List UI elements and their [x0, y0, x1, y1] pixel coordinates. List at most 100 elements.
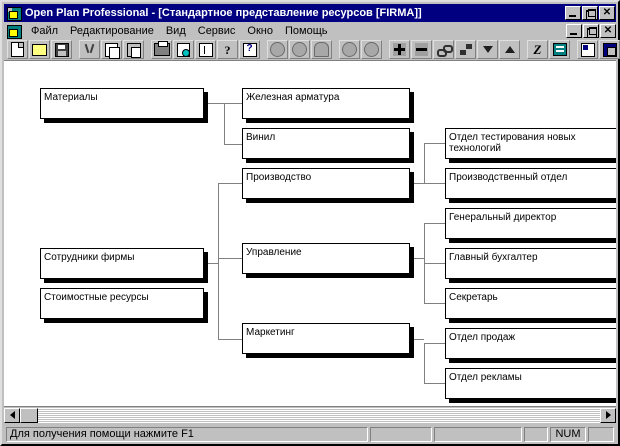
zigzag-button[interactable]: Z: [527, 40, 548, 59]
title-bar: Open Plan Professional - [Стандартное пр…: [4, 4, 616, 22]
tree-node-otdel-prodazh[interactable]: Отдел продаж: [445, 328, 616, 359]
menu-item-edit[interactable]: Редактирование: [70, 24, 154, 37]
status-panel-1: [370, 427, 432, 442]
tree-connector: [224, 103, 242, 104]
tree-connector: [424, 183, 445, 184]
document-icon[interactable]: [6, 24, 22, 39]
tree-node-label: Секретарь: [449, 292, 498, 303]
horizontal-scrollbar[interactable]: [4, 406, 616, 423]
histogram-button[interactable]: [361, 40, 382, 59]
tree-node-label: Материалы: [44, 92, 98, 103]
tree-node-label: Отдел продаж: [449, 332, 516, 343]
tile-windows-button[interactable]: [577, 40, 598, 59]
resource-view-button[interactable]: [267, 40, 288, 59]
tree-node-sotrudniki[interactable]: Сотрудники фирмы: [40, 248, 204, 279]
restore-button[interactable]: [582, 6, 598, 20]
scrollbar-track[interactable]: [20, 407, 600, 423]
scroll-right-button[interactable]: [600, 407, 616, 423]
tree-node-stoimostnye[interactable]: Стоимостные ресурсы: [40, 288, 204, 319]
tree-connector: [224, 144, 242, 145]
tree-node-label: Производственный отдел: [449, 172, 568, 183]
tree-connector: [424, 143, 425, 184]
print-preview-button[interactable]: [173, 40, 194, 59]
tree-connector: [424, 223, 445, 224]
tree-connector: [410, 339, 424, 340]
tree-node-gen-director[interactable]: Генеральный директор: [445, 208, 616, 239]
open-file-button[interactable]: [29, 40, 50, 59]
question-mark-icon-button[interactable]: ?: [217, 40, 238, 59]
cascade-windows-button[interactable]: [599, 40, 620, 59]
tree-connector: [424, 263, 445, 264]
new-file-button[interactable]: [7, 40, 28, 59]
tree-node-materialy[interactable]: Материалы: [40, 88, 204, 119]
tree-node-upravlenie[interactable]: Управление: [242, 243, 410, 274]
right-arrow-icon: [605, 411, 611, 419]
menu-item-help[interactable]: Помощь: [284, 24, 328, 37]
toolbar: ? Z: [4, 39, 620, 61]
tree-node-zhelezo[interactable]: Железная арматура: [242, 88, 410, 119]
tree-node-otdel-test[interactable]: Отдел тестирования новых технологий: [445, 128, 616, 159]
table-grid-button[interactable]: [549, 40, 570, 59]
delete-button[interactable]: [411, 40, 432, 59]
status-message: Для получения помощи нажмите F1: [6, 427, 368, 442]
tree-connector: [204, 103, 224, 104]
tree-node-label: Генеральный директор: [449, 212, 557, 223]
save-file-button[interactable]: [51, 40, 72, 59]
copy-button[interactable]: [101, 40, 122, 59]
tree-node-gl-buhgalter[interactable]: Главный бухгалтер: [445, 248, 616, 279]
minimize-button[interactable]: [565, 6, 581, 20]
tree-connector: [410, 258, 424, 259]
tree-connector: [424, 343, 445, 344]
cut-button[interactable]: [79, 40, 100, 59]
open-plan-icon[interactable]: [6, 6, 22, 21]
paste-button[interactable]: [123, 40, 144, 59]
tree-node-label: Производство: [246, 172, 312, 183]
tree-connector: [204, 263, 218, 264]
context-help-button[interactable]: [239, 40, 260, 59]
tree-connector: [224, 103, 225, 144]
tree-node-otdel-reklamy[interactable]: Отдел рекламы: [445, 368, 616, 399]
tree-node-label: Управление: [246, 247, 302, 258]
menu-item-file[interactable]: Файл: [31, 24, 59, 37]
menu-item-view[interactable]: Вид: [165, 24, 186, 37]
scroll-left-button[interactable]: [4, 407, 20, 423]
close-button[interactable]: ✕: [599, 6, 615, 20]
move-up-button[interactable]: [499, 40, 520, 59]
menu-item-window[interactable]: Окно: [247, 24, 273, 37]
menu-item-tools[interactable]: Сервис: [197, 24, 236, 37]
menu-bar: Файл Редактирование Вид Сервис Окно Помо…: [4, 22, 616, 39]
tree-node-proizvodstvo[interactable]: Производство: [242, 168, 410, 199]
window-title: Open Plan Professional - [Стандартное пр…: [25, 7, 422, 19]
tree-node-proizv-otdel[interactable]: Производственный отдел: [445, 168, 616, 199]
tree-connector: [424, 343, 425, 384]
status-panel-2: [434, 427, 522, 442]
resource-detail-button[interactable]: [289, 40, 310, 59]
status-num-indicator: NUM: [550, 427, 586, 442]
tree-node-label: Маркетинг: [246, 327, 295, 338]
status-bar: Для получения помощи нажмите F1 NUM: [4, 425, 616, 444]
status-panel-3: [524, 427, 548, 442]
tree-connector: [218, 183, 219, 339]
tree-connector: [218, 339, 242, 340]
move-down-button[interactable]: [477, 40, 498, 59]
mdi-child-controls: ✕: [565, 23, 616, 38]
mdi-restore-button[interactable]: [583, 23, 599, 38]
add-button[interactable]: [389, 40, 410, 59]
tree-node-label: Главный бухгалтер: [449, 252, 538, 263]
link-button[interactable]: [433, 40, 454, 59]
barchart-button[interactable]: [311, 40, 332, 59]
print-button[interactable]: [151, 40, 172, 59]
left-arrow-icon: [9, 411, 15, 419]
mdi-minimize-button[interactable]: [566, 23, 582, 38]
network-view-button[interactable]: [339, 40, 360, 59]
mdi-close-button[interactable]: ✕: [600, 23, 616, 38]
level-button[interactable]: [455, 40, 476, 59]
scrollbar-thumb[interactable]: [20, 407, 38, 423]
tree-node-marketing[interactable]: Маркетинг: [242, 323, 410, 354]
tree-node-sekretar[interactable]: Секретарь: [445, 288, 616, 319]
sort-button[interactable]: [195, 40, 216, 59]
tree-node-vinil[interactable]: Винил: [242, 128, 410, 159]
